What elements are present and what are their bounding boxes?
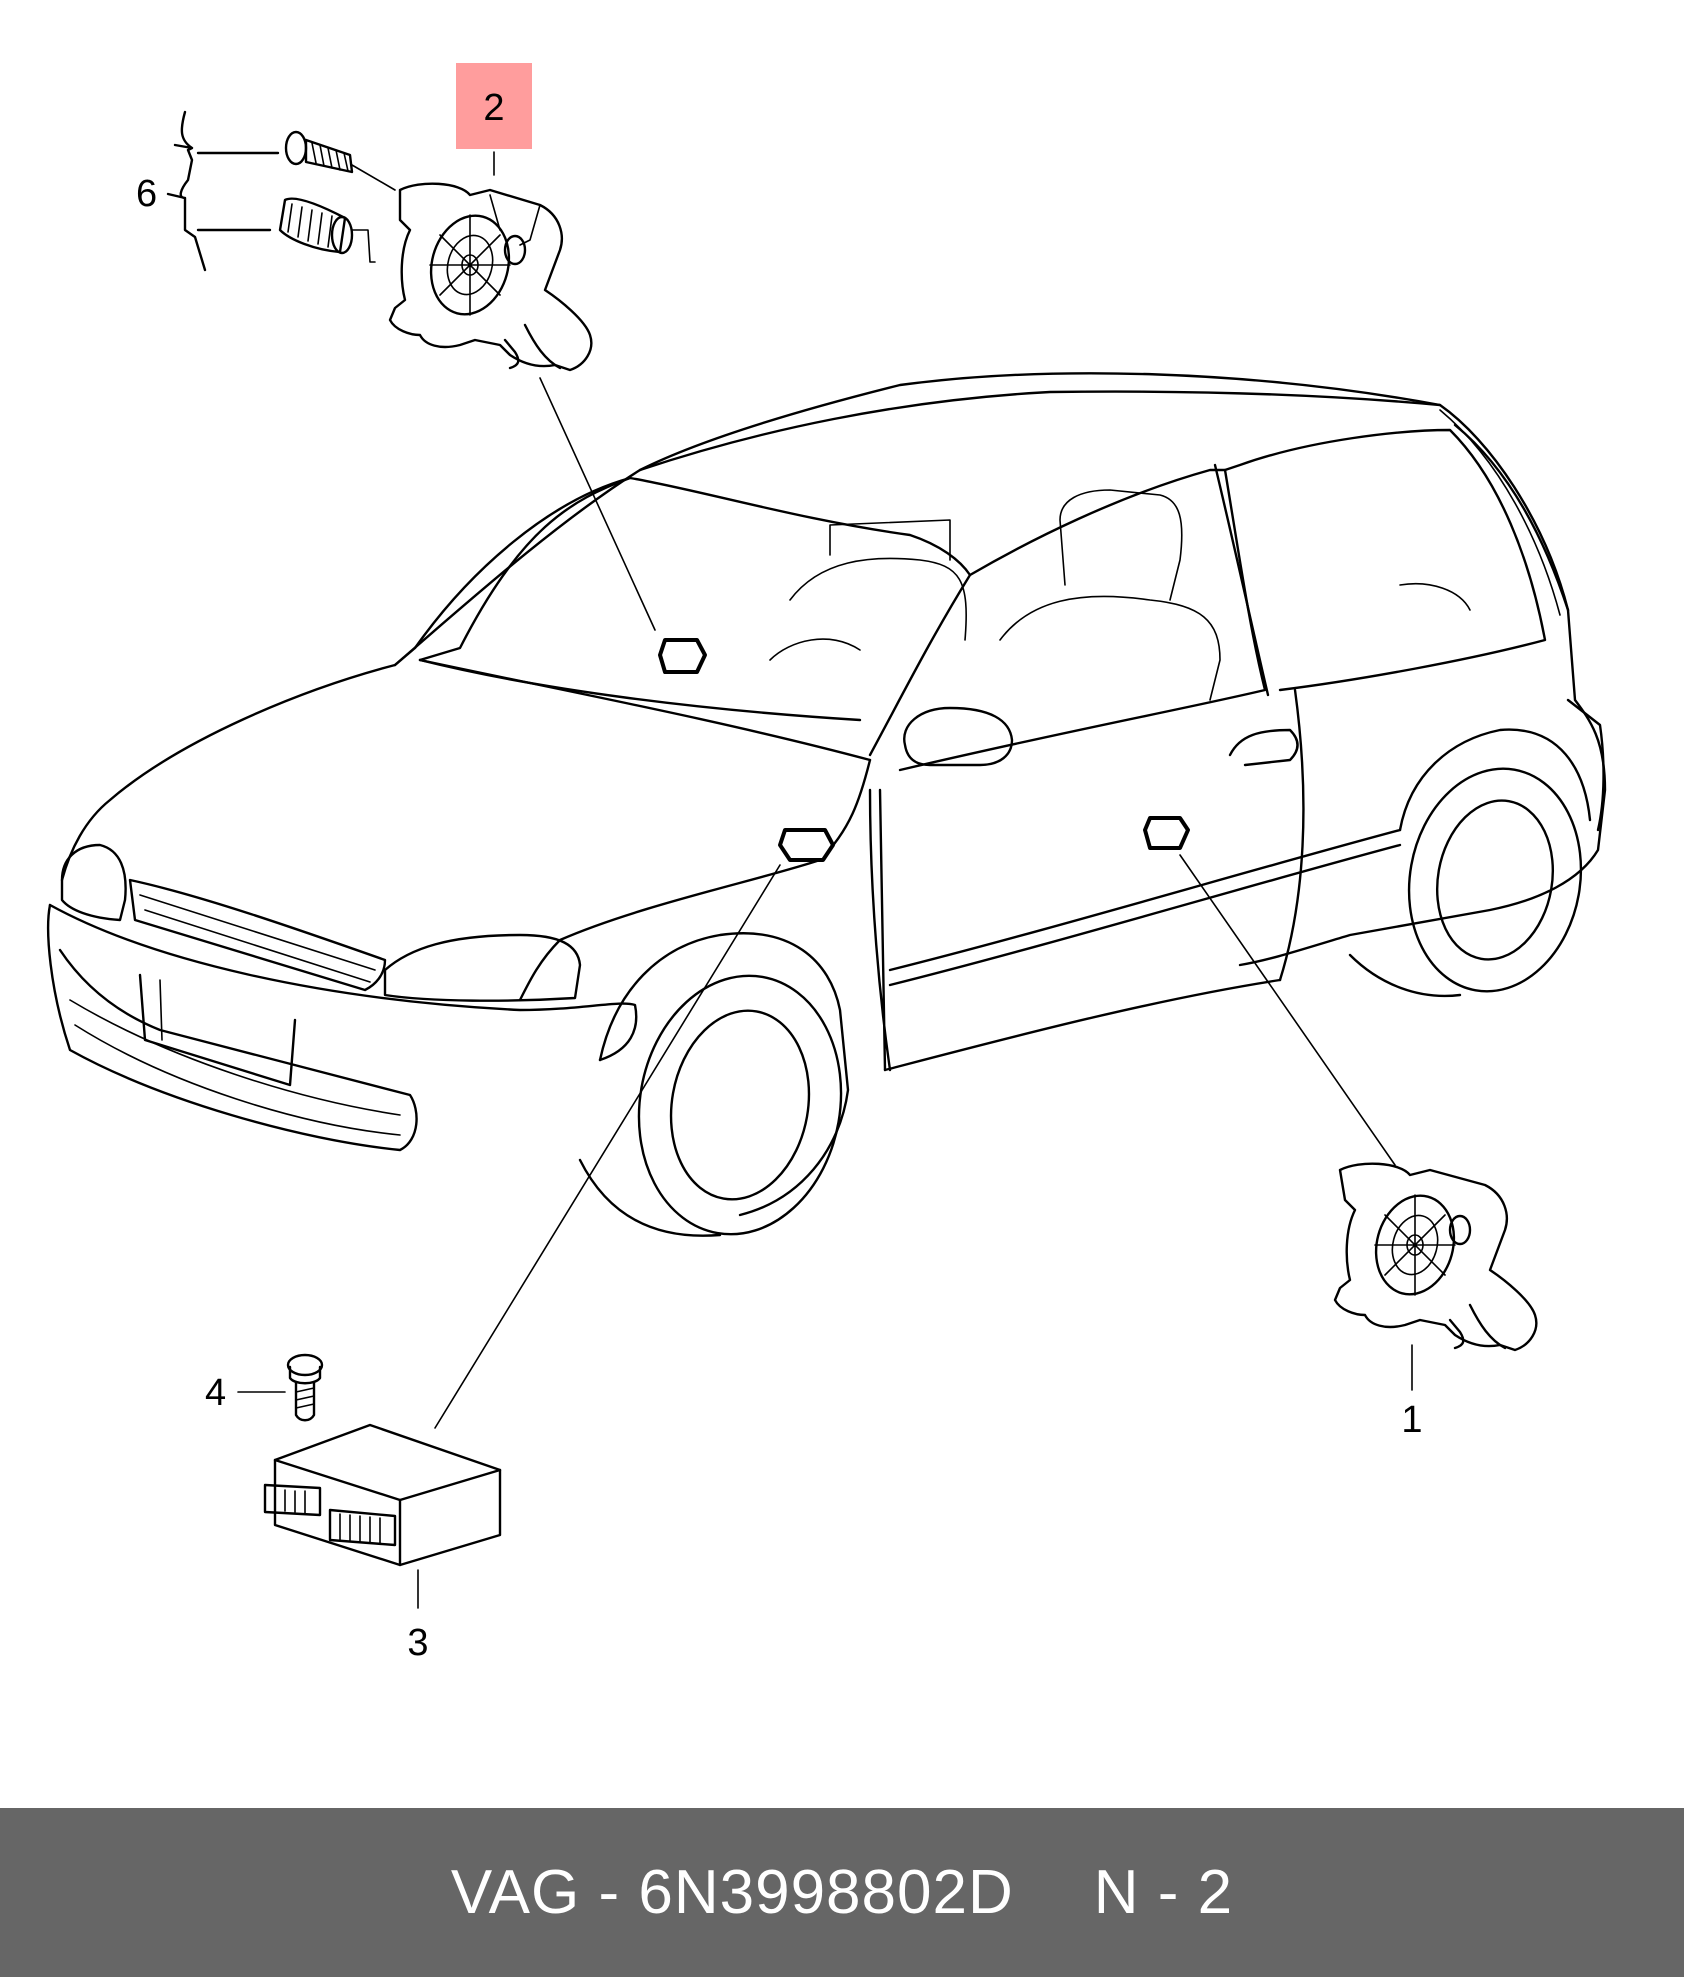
part-number: 6N3998802D: [638, 1858, 1014, 1927]
callout-4: 4: [205, 1372, 226, 1414]
part-info-footer: VAG - 6N3998802D N - 2: [0, 1808, 1684, 1977]
leader-lines: [434, 377, 1396, 1429]
mount-marker-door: [1143, 816, 1190, 850]
callout-6: 6: [136, 173, 157, 215]
car-illustration: [46, 372, 1607, 1237]
position-label: N - 2: [1093, 1858, 1234, 1927]
window-motor-part-2: [388, 182, 593, 372]
callout-2: 2: [483, 87, 504, 129]
mount-marker-front: [778, 828, 835, 862]
window-motor-part-1: 1: [1333, 1162, 1538, 1441]
brand-label: VAG: [450, 1858, 581, 1927]
bolt-part-4: 4: [205, 1353, 324, 1422]
callout-2-highlight: [456, 63, 532, 149]
callout-2-group: 2: [456, 63, 532, 176]
brand-separator: -: [598, 1858, 621, 1927]
screw-and-gear-part-6: 6: [136, 110, 396, 272]
callout-1: 1: [1401, 1399, 1422, 1441]
mount-marker-rear: [658, 638, 707, 674]
callout-3: 3: [407, 1622, 428, 1664]
parts-diagram: 6 2 1 4 3: [46, 63, 1607, 1664]
control-module-part-3: 3: [263, 1423, 502, 1664]
